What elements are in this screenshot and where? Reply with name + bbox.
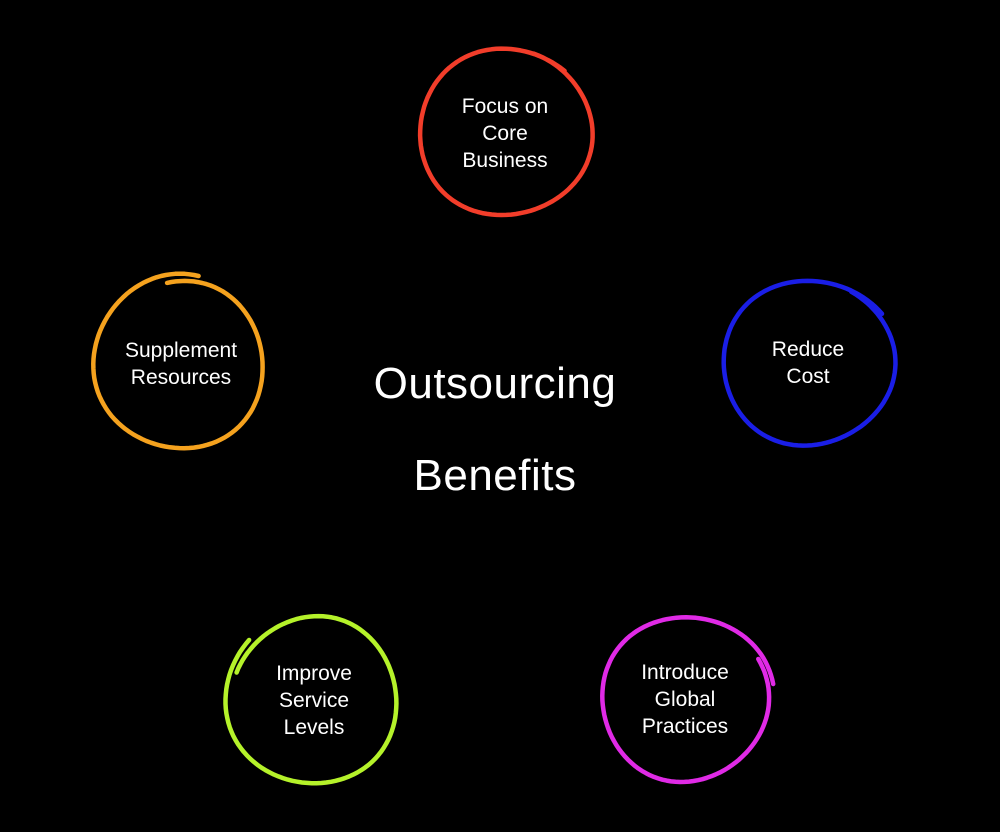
node-label-line: Focus on bbox=[461, 94, 549, 118]
node-label-line: Service bbox=[278, 688, 350, 712]
node-label-line: Global bbox=[654, 687, 716, 711]
ring-introduce-global-practices bbox=[600, 615, 776, 785]
ring-improve-service-levels bbox=[223, 613, 399, 786]
ring-focus-core-business bbox=[417, 46, 595, 218]
node-label-line: Business bbox=[462, 148, 548, 172]
node-label-line: Levels bbox=[283, 715, 345, 739]
ring-supplement-resources bbox=[91, 271, 265, 451]
node-label-line: Introduce bbox=[641, 660, 729, 684]
node-label-line: Cost bbox=[786, 365, 830, 388]
node-label-line: Practices bbox=[641, 714, 729, 738]
ring-reduce-cost bbox=[721, 278, 898, 448]
node-label-line: Reduce bbox=[771, 338, 845, 361]
center-title-line-2: Benefits bbox=[413, 451, 577, 500]
center-title-line-1: Outsourcing bbox=[373, 359, 617, 408]
node-label-line: Improve bbox=[276, 661, 352, 685]
node-label-line: Core bbox=[482, 121, 528, 145]
node-label-line: Resources bbox=[130, 366, 232, 389]
node-label-line: Supplement bbox=[124, 339, 238, 362]
